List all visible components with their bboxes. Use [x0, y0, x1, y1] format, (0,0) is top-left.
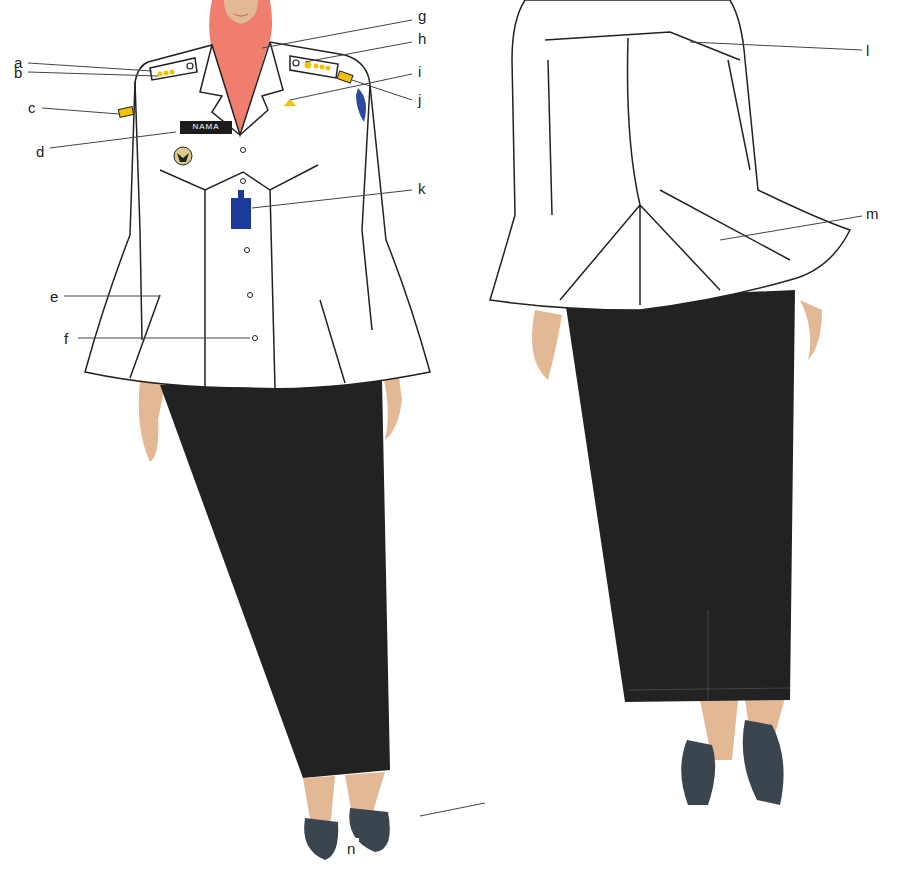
- callout-letter: n: [343, 838, 359, 859]
- callout-letter: b: [14, 65, 22, 80]
- front-insignia: [118, 60, 366, 341]
- callout-letter: i: [418, 64, 421, 79]
- name-tag: NAMA: [180, 121, 232, 134]
- callout-letter: j: [418, 92, 421, 107]
- callout-letter: c: [28, 100, 36, 115]
- callout-letter: h: [418, 31, 426, 46]
- back-figure: [490, 0, 850, 805]
- callout-letter: f: [64, 331, 68, 346]
- name-tag-text: NAMA: [184, 122, 228, 131]
- front-figure: [85, 0, 430, 860]
- callout-letter: g: [418, 8, 426, 23]
- callout-letter: d: [36, 144, 44, 159]
- callout-letter: e: [50, 289, 58, 304]
- callout-letter: k: [418, 181, 426, 196]
- callout-letter: l: [866, 43, 869, 58]
- callout-letter: m: [866, 206, 879, 221]
